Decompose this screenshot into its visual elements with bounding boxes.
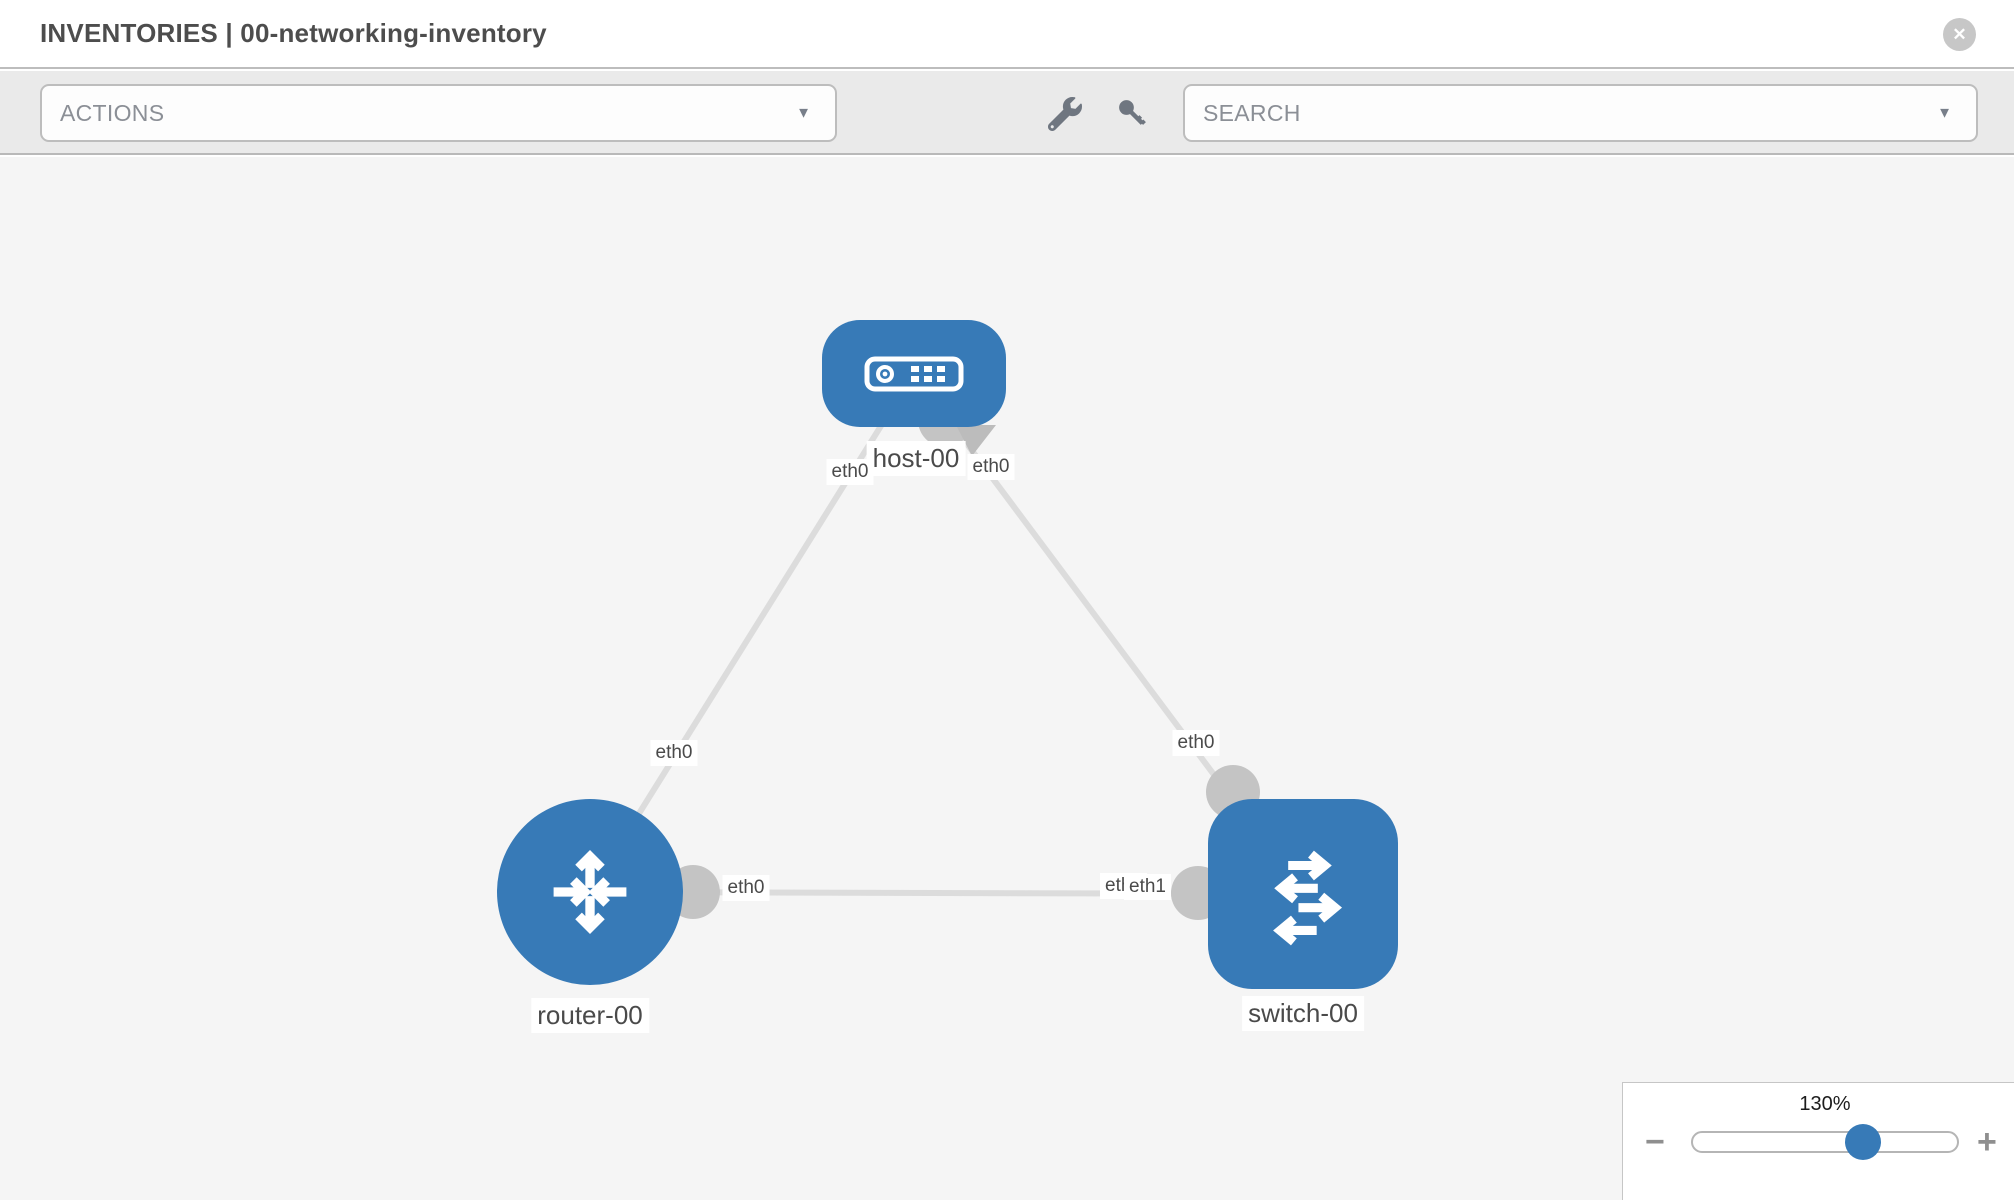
zoom-control: 130% − + (1622, 1082, 2014, 1200)
topology-canvas[interactable]: host-00 router-00 switch-00 eth0 eth0 et… (0, 157, 2014, 1200)
switch-arrows-icon (1273, 850, 1343, 946)
key-icon[interactable] (1116, 97, 1150, 131)
chevron-down-icon: ▼ (796, 104, 811, 122)
interface-label-router-eth0-uplink: eth0 (650, 740, 698, 766)
chevron-down-icon: ▼ (1937, 104, 1952, 122)
server-icon (864, 356, 964, 391)
search-dropdown[interactable]: SEARCH ▼ (1183, 84, 1978, 142)
link-router-switch (589, 889, 1304, 897)
node-switch-00[interactable] (1208, 799, 1398, 989)
interface-label-host-eth0-right: eth0 (967, 454, 1015, 480)
interface-label-host-eth0-left: eth0 (826, 459, 874, 485)
interface-label-switch-eth0: eth0 (1172, 730, 1220, 756)
actions-dropdown-label: ACTIONS (60, 99, 165, 126)
close-button[interactable]: ✕ (1943, 18, 1976, 51)
node-host-00[interactable] (822, 320, 1006, 427)
wrench-icon[interactable] (1047, 96, 1083, 132)
router-arrows-icon (553, 850, 627, 934)
toolbar: ACTIONS ▼ SEARCH ▼ (0, 71, 2014, 155)
node-label-switch-00: switch-00 (1242, 996, 1364, 1031)
search-placeholder: SEARCH (1203, 99, 1301, 126)
zoom-out-button[interactable]: − (1645, 1123, 1665, 1161)
interface-label-switch-eth1: eth1 (1124, 874, 1171, 900)
title-bar: INVENTORIES | 00-networking-inventory ✕ (0, 0, 2014, 69)
node-label-host-00: host-00 (866, 441, 966, 476)
close-icon: ✕ (1952, 25, 1967, 44)
node-router-00[interactable] (497, 799, 683, 985)
interface-label-router-eth0: eth0 (722, 875, 770, 901)
zoom-slider-handle[interactable] (1845, 1124, 1882, 1160)
zoom-level: 130% (1799, 1093, 1851, 1115)
node-label-router-00: router-00 (531, 998, 649, 1033)
zoom-in-button[interactable]: + (1977, 1123, 1997, 1161)
topology-links (587, 371, 1306, 920)
page-title: INVENTORIES | 00-networking-inventory (40, 18, 547, 48)
zoom-slider[interactable] (1691, 1124, 1959, 1160)
actions-dropdown[interactable]: ACTIONS ▼ (40, 84, 837, 142)
